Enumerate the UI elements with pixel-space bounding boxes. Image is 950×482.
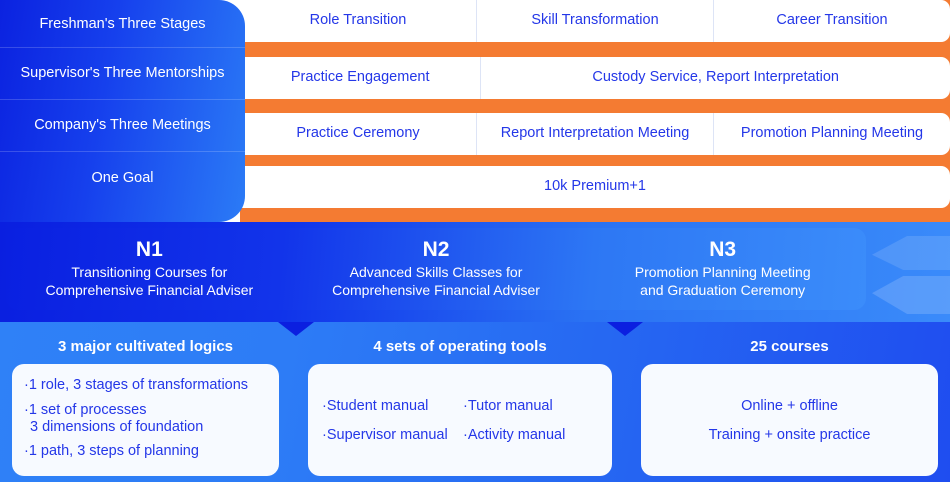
- list-item-line: 3 dimensions of foundation: [30, 419, 204, 435]
- list-item: ·Supervisor manual: [322, 426, 448, 443]
- chevron-arrow-icon: [854, 226, 950, 326]
- list-item: ·Student manual: [322, 397, 429, 414]
- list-item: ·1 set of processes 3 dimensions of foun…: [24, 402, 267, 437]
- matrix-section: Role Transition Skill Transformation Car…: [0, 0, 950, 222]
- list-item: ·Tutor manual: [463, 397, 553, 414]
- banner-subtitle: Advanced Skills Classes for Comprehensiv…: [332, 264, 540, 299]
- bottom-panel-tools: 4 sets of operating tools ·Student manua…: [296, 322, 624, 482]
- matrix-row: Practice Ceremony Report Interpretation …: [240, 113, 950, 155]
- bottom-panel-courses: 25 courses Online + offline Training + o…: [629, 322, 950, 482]
- banner-title: N2: [422, 238, 450, 262]
- list-item: ·1 role, 3 stages of transformations: [24, 377, 249, 394]
- matrix-left-labels: Freshman's Three Stages Supervisor's Thr…: [0, 0, 245, 222]
- matrix-cell[interactable]: Practice Engagement: [290, 69, 430, 86]
- banner-subtitle: Promotion Planning Meeting and Graduatio…: [634, 264, 811, 299]
- banner-items: N1 Transitioning Courses for Comprehensi…: [6, 228, 866, 310]
- matrix-rows: Role Transition Skill Transformation Car…: [240, 0, 950, 222]
- matrix-cell[interactable]: Promotion Planning Meeting: [713, 113, 950, 155]
- bottom-cards-section: 3 major cultivated logics ·1 role, 3 sta…: [0, 322, 950, 482]
- matrix-cell[interactable]: 10k Premium+1: [544, 178, 646, 195]
- matrix-cell[interactable]: Career Transition: [713, 0, 950, 42]
- chevron-arrow-upper: [872, 236, 950, 270]
- matrix-row: 10k Premium+1: [240, 166, 950, 208]
- bottom-panel-heading: 4 sets of operating tools: [373, 338, 547, 355]
- left-label-item[interactable]: Freshman's Three Stages: [39, 15, 206, 32]
- matrix-row: Role Transition Skill Transformation Car…: [240, 0, 950, 42]
- list-item: ·1 path, 3 steps of planning: [24, 443, 199, 460]
- left-label-item[interactable]: Supervisor's Three Mentorships: [0, 47, 245, 99]
- banner-item-n3[interactable]: N3 Promotion Planning Meeting and Gradua…: [579, 228, 866, 310]
- matrix-cell[interactable]: Skill Transformation: [476, 0, 713, 42]
- banner-item-n2[interactable]: N2 Advanced Skills Classes for Comprehen…: [293, 228, 580, 310]
- bottom-panel-card[interactable]: ·1 role, 3 stages of transformations ·1 …: [12, 364, 279, 476]
- banner-title: N3: [709, 238, 737, 262]
- bottom-panel-card[interactable]: ·Student manual ·Tutor manual ·Superviso…: [308, 364, 612, 476]
- matrix-cell[interactable]: Report Interpretation Meeting: [476, 113, 713, 155]
- left-label-item[interactable]: Company's Three Meetings: [0, 99, 245, 151]
- banner-subtitle: Transitioning Courses for Comprehensive …: [45, 264, 254, 299]
- stage-banner-section: N1 Transitioning Courses for Comprehensi…: [0, 222, 950, 330]
- matrix-cell[interactable]: Custody Service, Report Interpretation: [480, 57, 950, 99]
- chevron-arrow-lower: [872, 276, 950, 314]
- left-label-item[interactable]: One Goal: [0, 151, 245, 204]
- bottom-panel-heading: 3 major cultivated logics: [57, 338, 234, 355]
- list-item: Training + onsite practice: [708, 426, 871, 443]
- matrix-cell[interactable]: Role Transition: [309, 12, 407, 29]
- bottom-panel-card[interactable]: Online + offline Training + onsite pract…: [641, 364, 938, 476]
- matrix-row: Practice Engagement Custody Service, Rep…: [240, 57, 950, 99]
- bottom-panel-logics: 3 major cultivated logics ·1 role, 3 sta…: [0, 322, 291, 482]
- matrix-cell[interactable]: Practice Ceremony: [296, 125, 420, 142]
- list-item-line: ·1 set of processes: [24, 401, 147, 418]
- banner-item-n1[interactable]: N1 Transitioning Courses for Comprehensi…: [6, 228, 293, 310]
- banner-title: N1: [135, 238, 163, 262]
- bottom-panel-heading: 25 courses: [750, 338, 829, 355]
- list-item: Online + offline: [741, 397, 838, 414]
- list-item: ·Activity manual: [463, 426, 566, 443]
- tools-grid: ·Student manual ·Tutor manual ·Superviso…: [322, 398, 598, 443]
